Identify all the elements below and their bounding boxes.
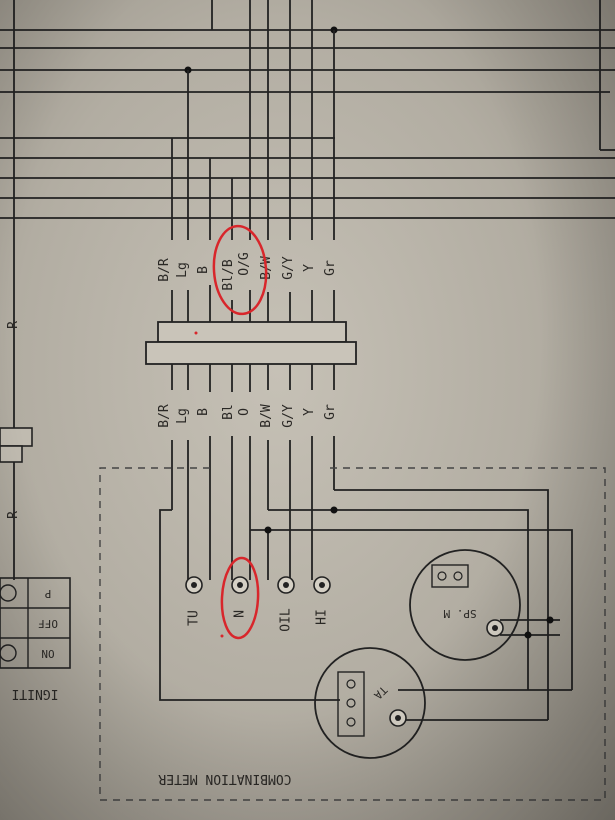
top-label-2: B xyxy=(196,266,211,274)
ignition-p-terminal-icon xyxy=(0,584,17,602)
tachometer-label: TA xyxy=(371,683,390,702)
highlight-n-indicator-circle xyxy=(220,556,260,640)
indicator-n-icon xyxy=(231,576,249,594)
ignition-switch: P OFF ON IGNITI xyxy=(0,577,71,701)
indicator-label-hi: HI xyxy=(315,609,330,625)
top-label-8: Gr xyxy=(323,260,338,276)
tachometer-gauge: TA xyxy=(314,647,426,759)
indicator-lamps: TU N OIL HI xyxy=(185,576,331,632)
ignition-position-p: P xyxy=(44,587,51,600)
speed-sensor-label: SP. M xyxy=(443,607,476,620)
top-label-4: O/G xyxy=(237,252,252,276)
left-label-1: R xyxy=(6,511,21,519)
top-label-1: Lg xyxy=(175,262,190,278)
lower-wires xyxy=(159,436,573,721)
indicator-label-tu: TU xyxy=(187,610,202,626)
ignition-position-off: OFF xyxy=(38,617,58,630)
bottom-label-6: G/Y xyxy=(281,404,296,428)
bottom-label-8: Gr xyxy=(323,404,338,420)
indicator-oil-icon xyxy=(277,576,295,594)
combination-meter-frame: COMBINATION METER xyxy=(99,467,606,801)
bottom-label-1: Lg xyxy=(175,408,190,424)
bottom-label-5: B/W xyxy=(259,404,274,428)
bottom-label-2: B xyxy=(196,408,211,416)
indicator-label-oil: OIL xyxy=(279,608,294,632)
connector-bottom-labels: B/R Lg B Bl O B/W G/Y Y Gr xyxy=(157,404,338,428)
meter-title: COMBINATION METER xyxy=(158,771,291,786)
speedometer-gauge: SP. M xyxy=(409,549,521,661)
top-label-7: Y xyxy=(302,264,317,272)
top-label-6: G/Y xyxy=(281,256,296,280)
indicator-tu-icon xyxy=(185,576,203,594)
left-r-wire: R R xyxy=(0,0,33,580)
top-label-3: Bl/B xyxy=(221,259,236,290)
connector-stubs xyxy=(171,285,335,392)
upper-vertical-wires xyxy=(171,0,335,240)
ignition-on-terminal-icon xyxy=(0,644,17,662)
bottom-label-7: Y xyxy=(302,408,317,416)
top-label-0: B/R xyxy=(157,258,172,282)
top-bus-wires xyxy=(0,0,615,219)
connector-top-labels: B/R Lg B Bl/B O/G B/W G/Y Y Gr xyxy=(157,252,338,291)
indicator-hi-icon xyxy=(313,576,331,594)
connector xyxy=(145,321,357,365)
bottom-label-0: B/R xyxy=(157,404,172,428)
left-label-0: R xyxy=(6,321,21,329)
ignition-title: IGNITI xyxy=(12,686,59,701)
indicator-label-n: N xyxy=(233,610,248,618)
highlight-bl-b-og-circle xyxy=(212,224,268,316)
bottom-label-4: O xyxy=(237,408,252,416)
ignition-position-on: ON xyxy=(41,647,54,660)
bottom-label-3: Bl xyxy=(221,404,236,420)
red-highlights xyxy=(194,224,268,640)
